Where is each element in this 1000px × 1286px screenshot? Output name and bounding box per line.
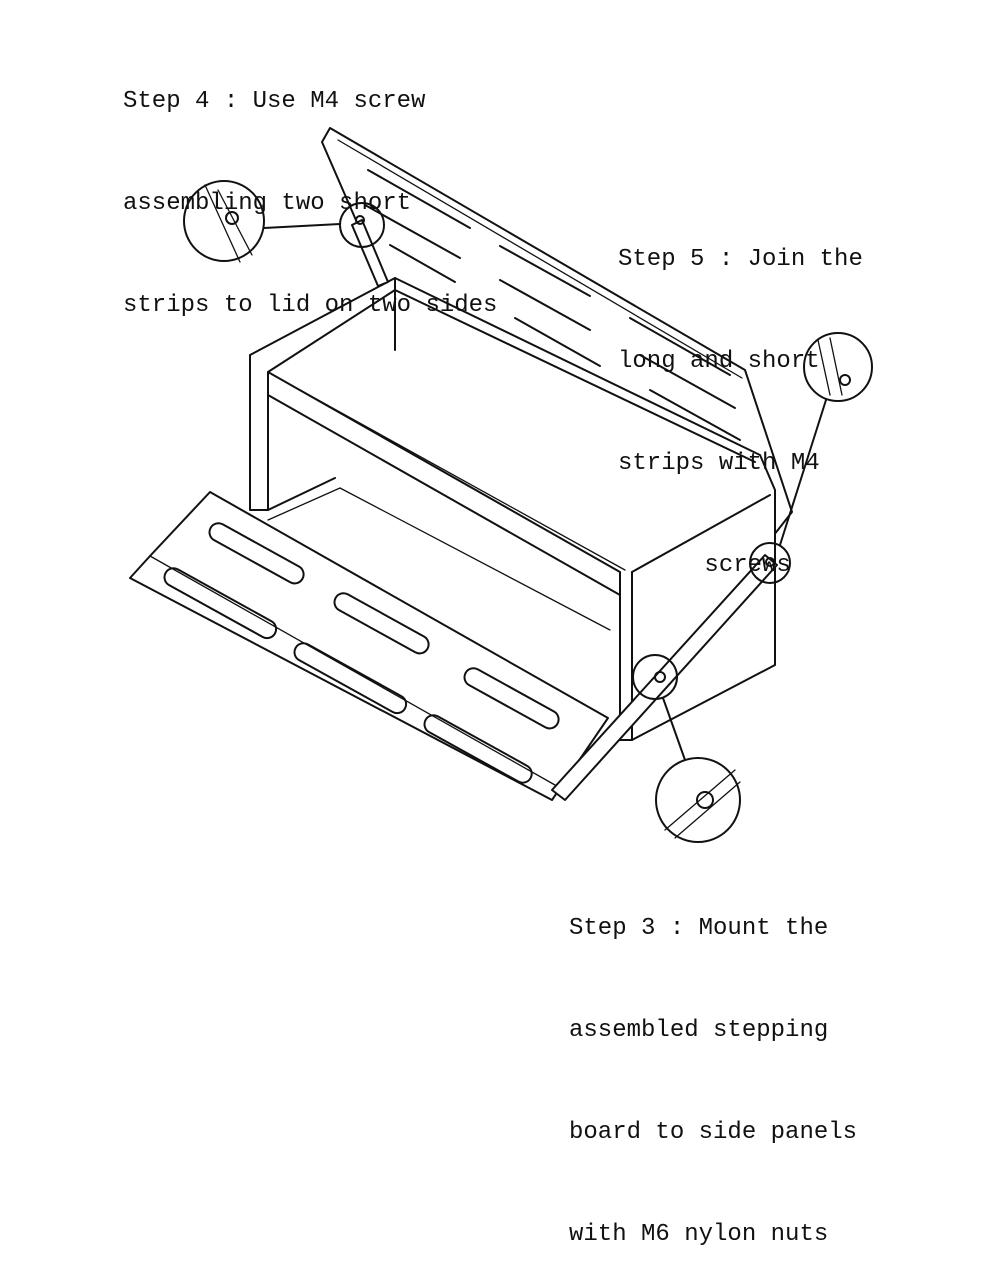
- stepping-board: [129, 491, 609, 801]
- feeder-box: [249, 277, 776, 741]
- step4-line: Step 4 : Use M4 screw: [123, 88, 426, 115]
- step3-instruction: Step 3 : Mount the assembled stepping bo…: [569, 844, 857, 1286]
- step4-instruction: Step 4 : Use M4 screw assembling two sho…: [123, 17, 497, 357]
- step5-instruction: Step 5 : Join the long and short strips …: [618, 175, 863, 617]
- feeder-assembly-drawing: [129, 127, 873, 843]
- step3-line: board to side panels: [569, 1119, 858, 1146]
- step3-line: assembled stepping: [569, 1017, 829, 1044]
- step3-line: Step 3 : Mount the: [569, 915, 829, 942]
- step5-line: strips with M4: [618, 450, 820, 477]
- step4-line: strips to lid on two sides: [123, 292, 498, 319]
- callout-step3: [632, 654, 741, 843]
- callout-step5: [749, 332, 873, 584]
- callout-step4: [183, 180, 385, 263]
- step4-line: assembling two short: [123, 190, 412, 217]
- step5-line: screws: [618, 552, 791, 579]
- step5-line: Step 5 : Join the: [618, 246, 863, 273]
- step5-line: long and short: [618, 348, 820, 375]
- step3-line: with M6 nylon nuts: [569, 1221, 829, 1248]
